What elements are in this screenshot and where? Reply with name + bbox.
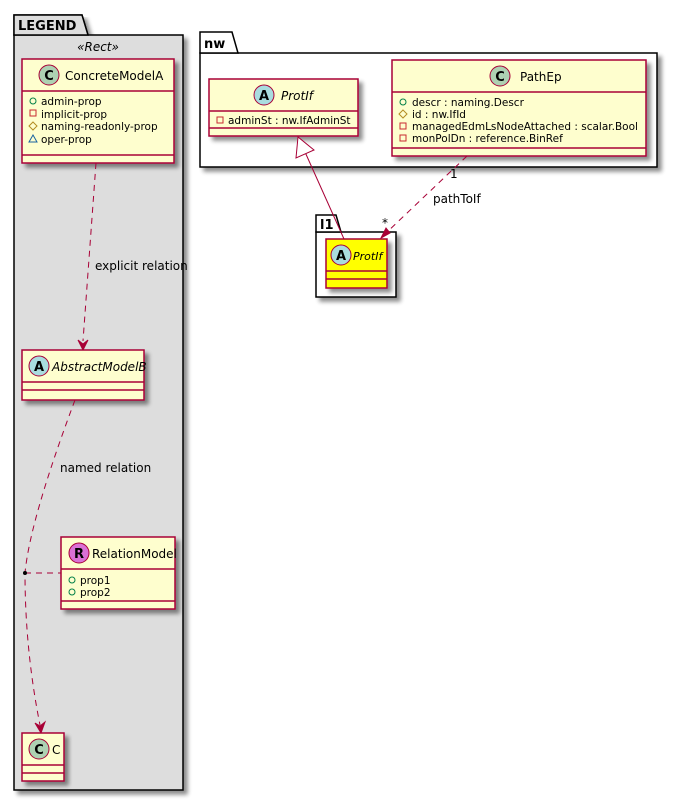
protected-visibility-icon [28, 121, 38, 131]
attribute: managedEdmLsNodeAttached : scalar.Bool [412, 121, 638, 133]
class-c-icon [489, 65, 511, 87]
class-kind-letter: A [259, 89, 269, 104]
private-visibility-icon [399, 122, 407, 130]
public-visibility-icon [68, 588, 76, 596]
relation-r-icon [68, 542, 90, 564]
attribute: prop1 [80, 575, 111, 587]
class-kind-letter: A [336, 249, 346, 264]
relation-generalization [295, 136, 345, 240]
package-name: LEGEND [18, 19, 77, 34]
private-visibility-icon [216, 116, 224, 124]
public-visibility-icon [68, 576, 76, 584]
class-kind-letter: R [74, 547, 84, 562]
arrow-head [34, 720, 47, 735]
dashed-line [82, 162, 97, 342]
class-c-icon [28, 738, 50, 760]
class-box [391, 59, 647, 157]
attribute: adminSt : nw.IfAdminSt [228, 115, 351, 127]
relation-pathtoif: 1 * pathToIf [379, 155, 481, 240]
private-visibility-icon [29, 109, 37, 117]
class-pathep[interactable]: C PathEp descr : naming.Descr id : nw.If… [391, 59, 647, 157]
class-nw-protif[interactable]: A ProtIf adminSt : nw.IfAdminSt [208, 78, 359, 137]
relation-label: pathToIf [433, 192, 481, 206]
attribute: prop2 [80, 587, 111, 599]
class-kind-letter: C [34, 743, 44, 758]
package-stereotype: «Rect» [77, 40, 119, 54]
protected-visibility-icon [398, 109, 408, 119]
class-l1-protif[interactable]: A ProtIf [325, 238, 388, 289]
relation-named: named relation [23, 399, 151, 735]
class-name: ProtIf [281, 89, 315, 103]
abstract-a-icon [253, 84, 275, 106]
class-kind-letter: A [34, 360, 44, 375]
class-name: PathEp [520, 70, 562, 84]
package-tab [199, 31, 239, 54]
abstract-a-icon [28, 355, 50, 377]
class-name: ProtIf [353, 250, 384, 263]
arrow-head [379, 227, 391, 240]
package-visibility-icon [28, 133, 38, 143]
solid-line [304, 151, 345, 240]
dashed-line [384, 155, 468, 235]
attribute: id : nw.IfId [412, 109, 466, 121]
class-name: ConcreteModelA [65, 69, 164, 83]
attribute: naming-readonly-prop [41, 121, 158, 133]
class-kind-letter: C [44, 69, 54, 84]
private-visibility-icon [399, 134, 407, 142]
public-visibility-icon [29, 97, 37, 105]
source-multiplicity: 1 [450, 167, 458, 181]
attribute: admin-prop [41, 96, 102, 108]
class-c[interactable]: C C [21, 732, 65, 782]
relation-label: explicit relation [95, 259, 188, 273]
attribute: oper-prop [41, 134, 92, 146]
class-c-icon [38, 64, 60, 86]
package-name: l1 [320, 218, 334, 233]
class-name: C [52, 743, 60, 757]
abstract-a-icon [330, 244, 352, 266]
hollow-triangle-arrow [295, 136, 315, 159]
attribute: descr : naming.Descr [412, 97, 525, 109]
attribute: implicit-prop [41, 109, 107, 121]
relation-explicit: explicit relation [77, 162, 188, 352]
class-concrete-model-a[interactable]: C ConcreteModelA admin-prop implicit-pro… [21, 58, 175, 164]
class-name: RelationModel [92, 547, 177, 561]
class-abstract-model-b[interactable]: A AbstractModelB [21, 349, 147, 401]
package-name: nw [204, 37, 225, 52]
attribute: monPolDn : reference.BinRef [412, 133, 563, 145]
class-relation-model[interactable]: R RelationModel prop1 prop2 [60, 536, 177, 610]
class-name: AbstractModelB [51, 360, 147, 374]
class-box [208, 78, 359, 137]
relation-label: named relation [60, 461, 151, 475]
public-visibility-icon [399, 98, 407, 106]
class-kind-letter: C [495, 70, 505, 85]
arrow-head [77, 339, 89, 352]
target-multiplicity: * [382, 216, 388, 230]
package-tab-outline [13, 14, 90, 36]
association-point [23, 571, 27, 575]
attr-list: admin-prop implicit-prop naming-readonly… [28, 96, 158, 146]
